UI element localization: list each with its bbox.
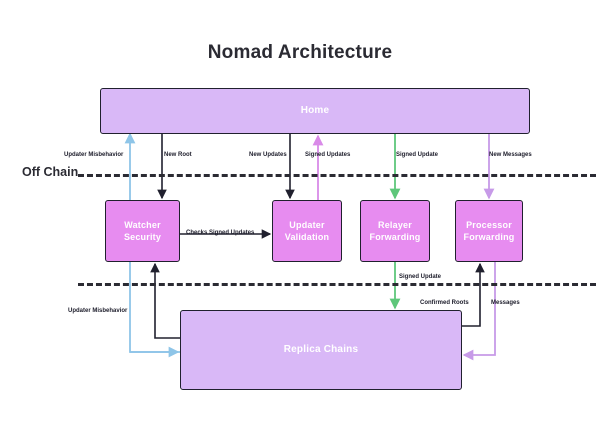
node-relayer[interactable]: Relayer Forwarding <box>360 200 430 262</box>
node-processor-sublabel: Forwarding <box>463 232 515 242</box>
edge-label-new-updates: New Updates <box>249 152 287 158</box>
off-chain-divider-top <box>78 174 596 177</box>
page-title: Nomad Architecture <box>207 42 393 63</box>
node-replica-chains[interactable]: Replica Chains <box>180 310 462 390</box>
edge-label-confirmed-roots: Confirmed Roots <box>420 300 469 306</box>
node-relayer-sublabel: Forwarding <box>369 232 421 242</box>
edge-label-updater-misbehavior-bottom: Updater Misbehavior <box>68 308 128 314</box>
edge-label-messages: Messages <box>491 300 520 306</box>
node-watcher[interactable]: Watcher Security <box>105 200 180 262</box>
node-relayer-label: Relayer <box>378 219 412 230</box>
wire-updater-misbehavior-bottom <box>150 262 180 339</box>
node-processor[interactable]: Processor Forwarding <box>455 200 523 262</box>
off-chain-divider-bottom <box>78 283 596 286</box>
edge-label-signed-update-bottom: Signed Update <box>399 274 442 280</box>
edge-label-signed-updates: Signed Updates <box>305 152 351 158</box>
off-chain-label: Off Chain <box>22 165 79 179</box>
edge-label-new-messages: New Messages <box>489 152 532 158</box>
edge-label-updater-misbehavior-top: Updater Misbehavior <box>64 152 124 158</box>
node-updater[interactable]: Updater Validation <box>272 200 342 262</box>
wire-confirmed-roots <box>462 262 485 327</box>
node-home[interactable]: Home <box>100 88 530 134</box>
edge-label-new-root: New Root <box>164 152 192 158</box>
node-updater-label: Updater <box>289 219 325 230</box>
wire-messages <box>462 262 496 361</box>
node-replica-chains-label: Replica Chains <box>283 344 359 356</box>
edge-label-checks-signed-updates: Checks Signed Updates <box>186 230 255 236</box>
node-watcher-label: Watcher <box>124 219 161 230</box>
node-watcher-sublabel: Security <box>123 232 162 242</box>
node-processor-label: Processor <box>466 219 512 230</box>
node-home-label: Home <box>300 105 330 117</box>
node-updater-sublabel: Validation <box>284 232 330 242</box>
edge-label-signed-update-top: Signed Update <box>396 152 439 158</box>
